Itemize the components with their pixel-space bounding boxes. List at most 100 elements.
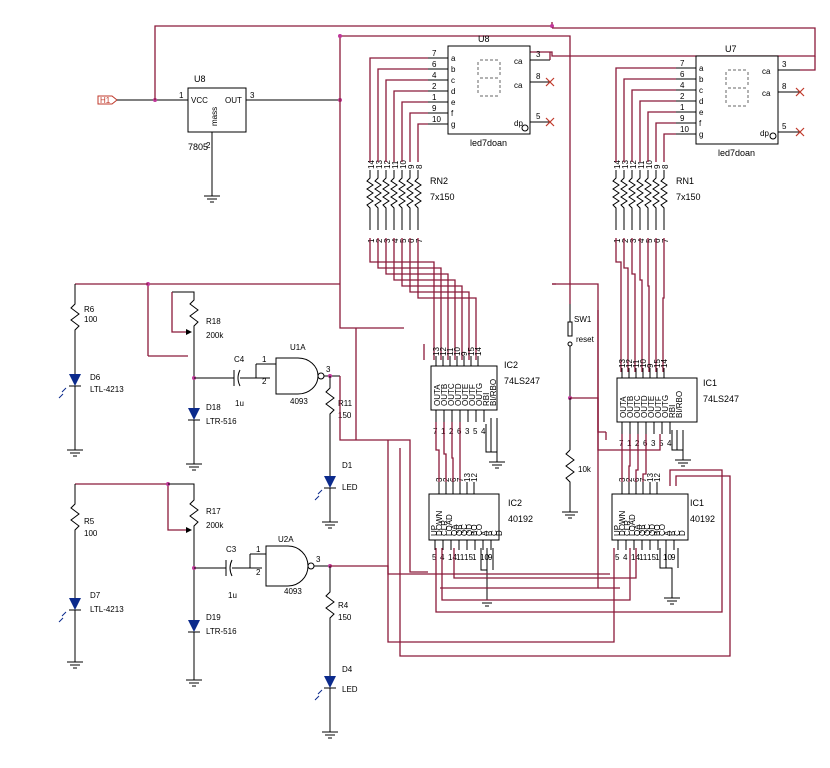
rn1-value: 7x150	[676, 192, 701, 202]
rn2-ref: RN2	[430, 176, 448, 186]
ic2_counter-label: C	[490, 530, 499, 536]
ic1_decoder-top-pin: 13	[618, 359, 627, 368]
display_left-seg-a: a	[451, 54, 456, 63]
ic2_counter-bot-pin: 15	[464, 553, 473, 562]
rn_left-top-pin: 14	[367, 160, 376, 169]
ground-icon	[67, 449, 83, 457]
nand-gate-u1a	[275, 357, 319, 395]
c3-value: 1u	[228, 591, 237, 600]
ic1_decoder-label: OUTF	[654, 396, 663, 418]
ic2_counter-label: QC	[460, 524, 469, 536]
reset-switch-sw1: SW1 reset	[567, 304, 595, 398]
display_left-seg-c: c	[451, 76, 455, 85]
ground-icon	[204, 195, 220, 203]
regulator-pin3: 3	[250, 91, 255, 100]
led-d18-icon	[188, 408, 200, 420]
rn1-ref: RN1	[676, 176, 694, 186]
ic1_counter-label: D	[678, 530, 687, 536]
ic2_counter-label: A	[480, 530, 489, 536]
regulator-pin2: 2	[206, 141, 211, 150]
rn_right-top-pin: 13	[621, 160, 630, 169]
switch-ref: SW1	[574, 315, 592, 324]
ic1_counter-bot-pin: 9	[671, 553, 676, 562]
display-right-body	[695, 55, 779, 145]
r17-ref: R17	[206, 507, 221, 516]
ic2_counter-label: QA	[450, 524, 459, 536]
ic1-counter-part: 40192	[690, 514, 715, 524]
pulldown-value: 10k	[578, 465, 592, 474]
rn_left-bot-pin: 3	[383, 238, 392, 243]
display-left-dp-icon	[521, 124, 529, 132]
d6-ref: D6	[90, 373, 101, 382]
ic2_decoder-label: OUTB	[440, 384, 449, 406]
u2a-pin3: 3	[316, 555, 321, 564]
display_right-pin-4: 4	[680, 81, 685, 90]
d19-ref: D19	[206, 613, 221, 622]
regulator-out-label: OUT	[225, 96, 242, 105]
ic1_counter-label: C	[673, 530, 682, 536]
r5-value: 100	[84, 529, 98, 538]
rn_left-top-pin: 13	[375, 160, 384, 169]
ic1_decoder-label: OUTE	[647, 396, 656, 418]
display_left-seg-g: g	[451, 120, 455, 129]
display_left-pin-2: 2	[432, 82, 437, 91]
led-d4-icon	[324, 676, 336, 688]
rn_left-bot-pin: 7	[415, 238, 424, 243]
display-right-part: led7doan	[718, 148, 755, 158]
ic1_counter-bot-pin: 11	[639, 553, 648, 562]
ic2_decoder-top-pin: 14	[474, 347, 483, 356]
resistor-r4	[325, 566, 335, 676]
display-right-rpin-5: 5	[782, 122, 787, 131]
ic2_counter-bot-pin: 11	[456, 553, 465, 562]
display-left-dp: dp	[514, 119, 523, 128]
display-right-rpin-3: 3	[782, 60, 787, 69]
regulator-ref: U8	[194, 74, 206, 84]
ic1_decoder-top-pin: 10	[639, 359, 648, 368]
r4-ref: R4	[338, 601, 349, 610]
rn_right-bot-pin: 3	[629, 238, 638, 243]
rn_right-top-pin: 14	[613, 160, 622, 169]
ic2_decoder-label: OUTG	[475, 383, 484, 406]
ic2_counter-label: UP	[430, 525, 439, 536]
resistor-r6	[70, 284, 80, 374]
rn_right-bot-pin: 4	[637, 238, 646, 243]
ic2_counter-top-pin: 13	[463, 473, 472, 482]
display_right-pin-10: 10	[680, 125, 689, 134]
ic1_decoder-bot-pin: 4	[667, 439, 672, 448]
ic1_counter-label: CO	[658, 524, 667, 536]
decoder-ic2-74ls247: 1312111091514OUTAOUTBOUTCOUTDOUTEOUTFOUT…	[430, 347, 498, 436]
display_left-pin-1: 1	[432, 93, 437, 102]
ic2_decoder-bot-pin: 4	[481, 427, 486, 436]
ic1_counter-label: CLR	[623, 520, 632, 536]
ground-icon	[186, 679, 202, 687]
rn_right-bot-pin: 1	[613, 238, 622, 243]
ground-icon	[322, 731, 338, 739]
ic1_decoder-top-pin: 9	[646, 363, 655, 368]
d18-ref: D18	[206, 403, 221, 412]
rn_right-bot-pin: 5	[645, 238, 654, 243]
d18-value: LTR-516	[206, 417, 237, 426]
display-left-ca1: ca	[514, 57, 523, 66]
c4-ref: C4	[234, 355, 245, 364]
ic2_decoder-label: OUTE	[461, 384, 470, 406]
rn_right-top-pin: 8	[661, 164, 670, 169]
ic1_counter-label: QA	[633, 524, 642, 536]
switch-label: reset	[576, 335, 595, 344]
ic2_counter-bot-pin: 1	[472, 553, 477, 562]
ic2_counter-label: D	[495, 530, 504, 536]
display-left-body	[447, 45, 531, 135]
display_right-seg-f: f	[699, 119, 702, 128]
rn_left-top-pin: 10	[399, 160, 408, 169]
ic1_decoder-bot-pin: 5	[659, 439, 664, 448]
c4-value: 1u	[235, 399, 244, 408]
capacitor-c3	[225, 559, 233, 577]
rn_right-top-pin: 12	[629, 160, 638, 169]
ic2-counter-part: 40192	[508, 514, 533, 524]
d1-ref: D1	[342, 461, 353, 470]
ic1_counter-bot-pin: 1	[655, 553, 660, 562]
r5-ref: R5	[84, 517, 95, 526]
